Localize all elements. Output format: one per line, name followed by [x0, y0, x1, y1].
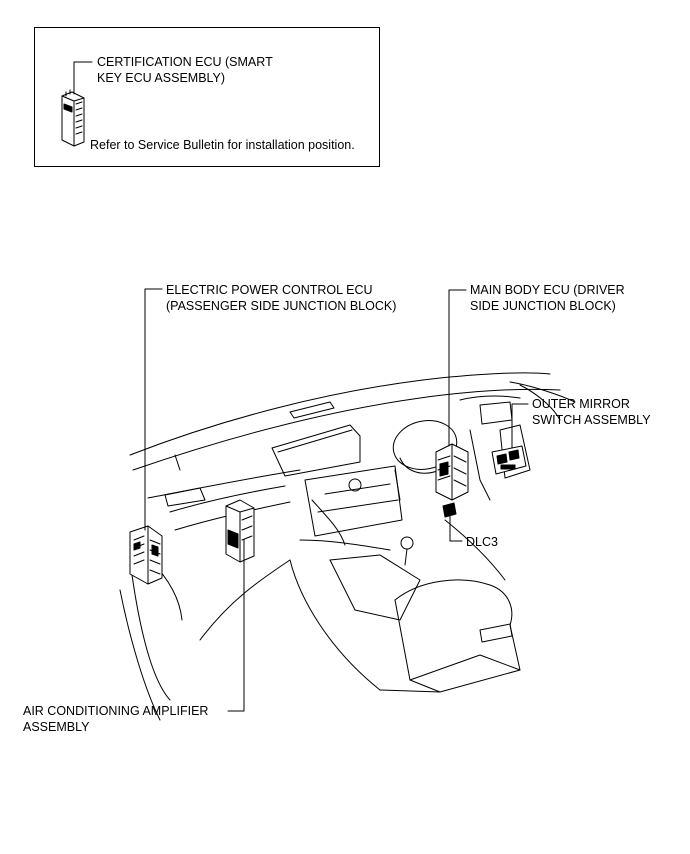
electric-power-ecu-label-line2: (PASSENGER SIDE JUNCTION BLOCK)	[166, 299, 397, 313]
air-conditioning-amplifier-icon	[225, 499, 255, 563]
dlc3-label: DLC3	[466, 535, 498, 549]
air-conditioning-amplifier-leader	[227, 539, 245, 712]
certification-ecu-label-line1: CERTIFICATION ECU (SMART	[97, 55, 273, 69]
main-body-ecu-label-line2: SIDE JUNCTION BLOCK)	[470, 299, 616, 313]
electric-power-ecu-leader	[144, 288, 163, 531]
outer-mirror-switch-label-line1: OUTER MIRROR	[532, 397, 630, 411]
certification-ecu-icon	[61, 89, 85, 147]
air-conditioning-amplifier-label-line2: ASSEMBLY	[23, 720, 90, 734]
air-conditioning-amplifier-label-line1: AIR CONDITIONING AMPLIFIER	[23, 704, 209, 718]
outer-mirror-switch-label-line2: SWITCH ASSEMBLY	[532, 413, 651, 427]
certification-ecu-leader	[73, 61, 93, 95]
electric-power-ecu-icon	[129, 525, 163, 585]
outer-mirror-switch-icon	[491, 445, 527, 475]
dlc3-leader	[449, 515, 463, 542]
electric-power-ecu-label-line1: ELECTRIC POWER CONTROL ECU	[166, 283, 373, 297]
legend-box	[34, 27, 380, 167]
installation-note: Refer to Service Bulletin for installati…	[90, 138, 355, 152]
certification-ecu-label-line2: KEY ECU ASSEMBLY)	[97, 71, 226, 85]
outer-mirror-switch-leader	[511, 403, 529, 449]
dashboard-outline	[119, 372, 576, 721]
main-body-ecu-label-line1: MAIN BODY ECU (DRIVER	[470, 283, 625, 297]
dlc3-icon	[442, 502, 457, 518]
main-body-ecu-icon	[435, 443, 469, 501]
main-body-ecu-leader	[448, 289, 467, 447]
